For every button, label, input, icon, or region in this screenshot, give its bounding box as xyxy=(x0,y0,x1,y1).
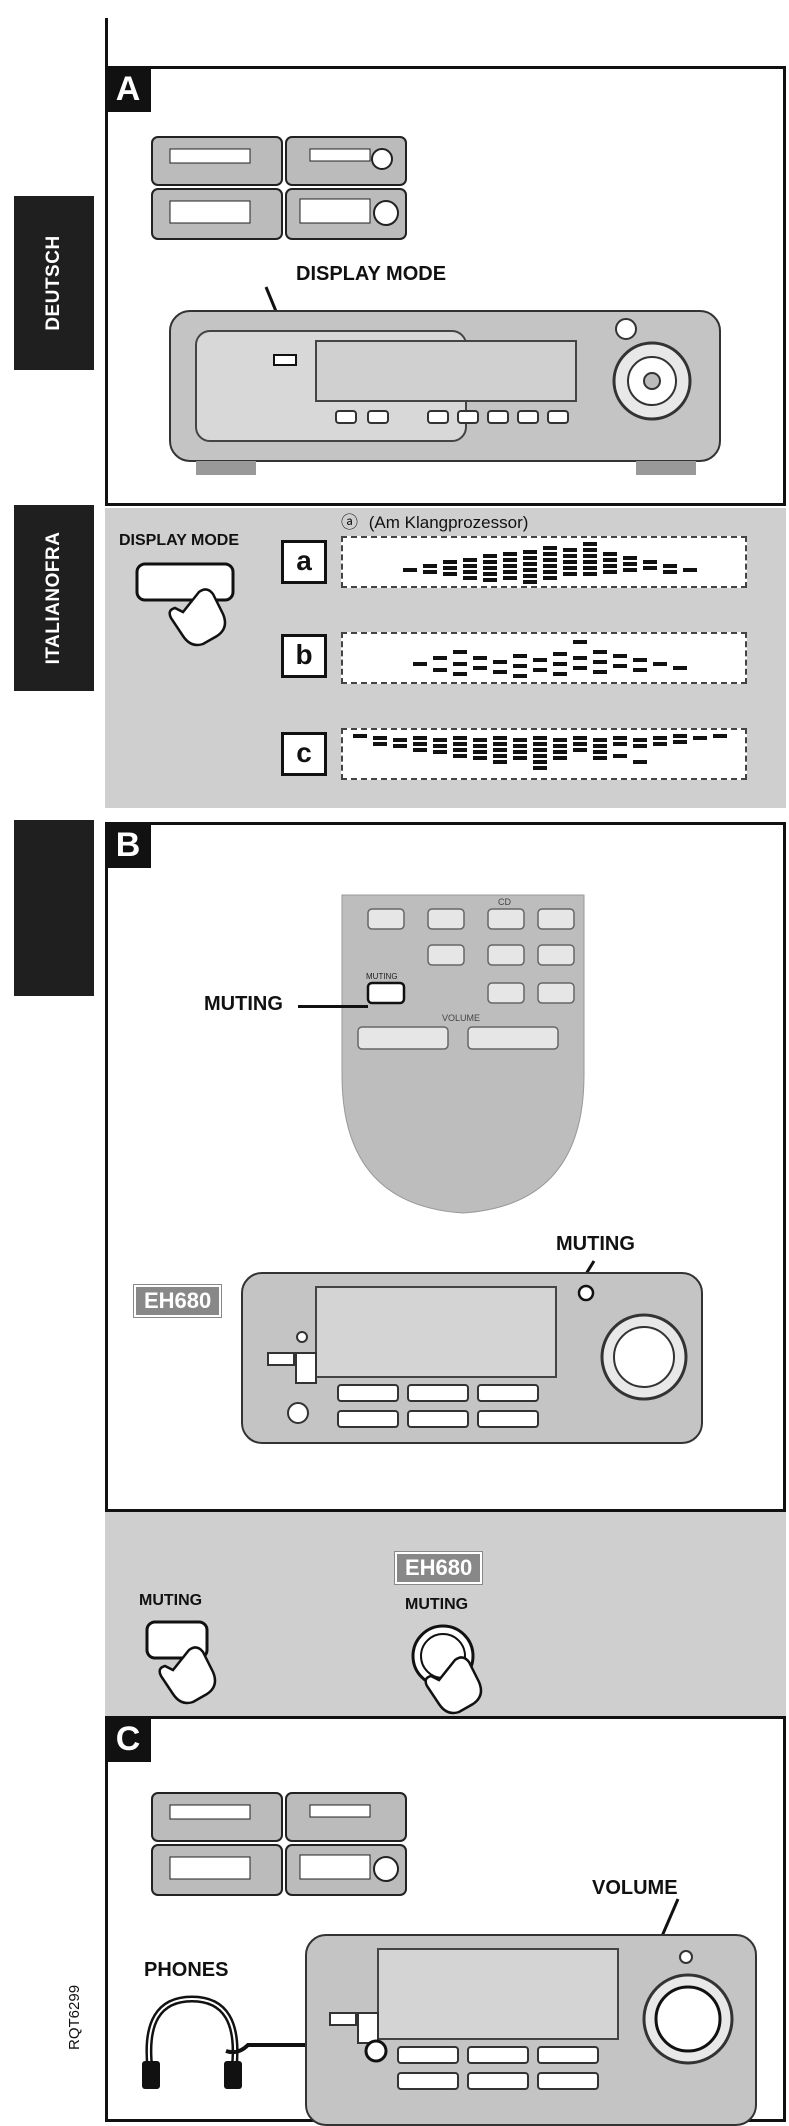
section-b: B CD MUTING VOLUME MUTING EH680 MUTING xyxy=(105,822,786,1512)
remote-cd-text: CD xyxy=(498,897,511,907)
ops-eh680-badge: EH680 xyxy=(393,1551,484,1585)
sound-processor-unit xyxy=(169,286,721,475)
pattern-c-bars xyxy=(353,734,727,770)
note-marker: ⓐ xyxy=(341,513,358,532)
section-a-letter: A xyxy=(105,66,151,112)
mini-system-illustration xyxy=(151,136,407,240)
muting-operations-panel: EH680 MUTING MUTING xyxy=(105,1512,786,1716)
unit-muting-callout: MUTING xyxy=(556,1233,635,1255)
ops-muting-knob-label: MUTING xyxy=(405,1596,469,1613)
option-b-label: b xyxy=(281,634,327,678)
note-text: (Am Klangprozessor) xyxy=(368,513,529,532)
eh680-badge: EH680 xyxy=(132,1284,223,1318)
muting-knob[interactable] xyxy=(411,1624,511,1715)
display-pattern-b xyxy=(341,632,747,684)
remote-control: CD MUTING VOLUME xyxy=(341,894,585,1214)
remote-muting-callout: MUTING xyxy=(204,993,283,1015)
muting-button[interactable] xyxy=(145,1620,245,1710)
pattern-a-bars xyxy=(403,542,697,584)
section-c: C VOLUME PHONES xyxy=(105,1716,786,2126)
tab-italiano-label: ITALIANOFRA xyxy=(43,531,64,665)
pattern-b-bars xyxy=(413,640,687,678)
eh680-unit xyxy=(241,1260,703,1444)
mini-system-illustration-c xyxy=(151,1792,407,1896)
display-mode-callout: DISPLAY MODE xyxy=(296,263,447,285)
display-pattern-c xyxy=(341,728,747,780)
section-b-letter: B xyxy=(105,822,151,868)
option-a-label: a xyxy=(281,540,327,584)
phones-callout: PHONES xyxy=(144,1959,229,1981)
section-c-letter: C xyxy=(105,1716,151,1762)
tab-italiano: ITALIANOFRA xyxy=(14,505,94,691)
display-mode-button-label: DISPLAY MODE xyxy=(119,532,240,549)
tab-deutsch-label: DEUTSCH xyxy=(43,235,64,331)
volume-callout: VOLUME xyxy=(592,1877,678,1899)
ops-muting-button-label: MUTING xyxy=(139,1592,203,1609)
display-mode-button[interactable] xyxy=(135,562,255,652)
section-a: A DISPLAY MODE xyxy=(105,66,786,506)
tab-deutsch: DEUTSCH xyxy=(14,196,94,370)
processor-note: ⓐ (Am Klangprozessor) xyxy=(341,508,528,533)
tab-blank xyxy=(14,820,94,996)
option-c-label: c xyxy=(281,732,327,776)
top-divider xyxy=(105,18,108,68)
remote-volume-text: VOLUME xyxy=(442,1013,480,1023)
headphones-icon xyxy=(142,1995,242,2089)
display-mode-panel: DISPLAY MODE ⓐ (Am Klangprozessor) a xyxy=(105,508,786,808)
remote-muting-leader xyxy=(298,1005,368,1008)
amplifier-unit-c xyxy=(225,1898,757,2126)
display-pattern-a xyxy=(341,536,747,588)
remote-muting-text: MUTING xyxy=(366,972,398,981)
document-code: RQT6299 xyxy=(66,1984,83,2050)
